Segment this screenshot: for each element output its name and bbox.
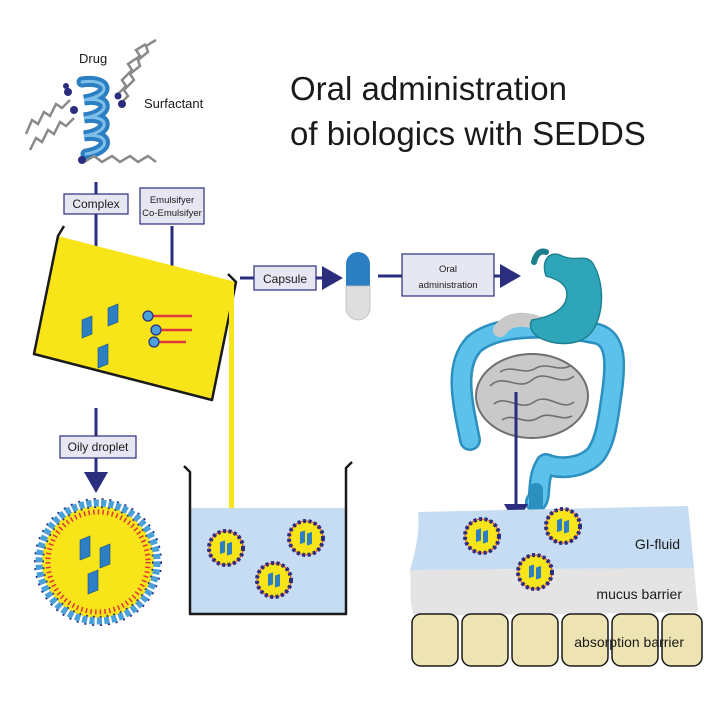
drug-crystals-icon: [81, 303, 119, 369]
digestive-tract-icon: [450, 248, 626, 515]
oily-droplet-box: Oily droplet: [59, 435, 137, 459]
drug-helix-icon: [76, 75, 110, 160]
drug-label: Drug: [79, 51, 107, 66]
epithelial-cells: [411, 613, 703, 667]
surfactant-heads-icon: [63, 83, 126, 164]
co-emulsifier-label: Co-Emulsifyer: [142, 208, 202, 219]
gi-droplet-icon: [463, 517, 501, 555]
gi-droplet-icon: [544, 507, 582, 545]
emulsifier-box: Emulsifyer Co-Emulsifyer: [139, 187, 205, 225]
capsule-icon: [345, 252, 371, 321]
complex-label: Complex: [72, 197, 119, 211]
water-beaker: [183, 461, 353, 616]
surfactant-chains-icon: [24, 38, 157, 164]
capsule-box: Capsule: [253, 265, 317, 291]
oral-administration-box: Oral administration: [401, 253, 495, 297]
large-oily-droplet-icon: [34, 498, 162, 626]
mixing-flask: [32, 225, 238, 512]
water-droplet-icon: [207, 529, 245, 567]
water-droplet-icon: [255, 561, 293, 599]
title-line-2: of biologics with SEDDS: [290, 115, 646, 152]
oily-droplet-label: Oily droplet: [68, 440, 129, 454]
droplet-crystals-icon: [79, 535, 111, 595]
gi-barrier-layers: GI-fluid mucus barrier absorption barrie…: [410, 506, 703, 667]
oil-stream: [229, 282, 234, 512]
mucus-barrier-label: mucus barrier: [596, 586, 682, 602]
water-droplet-icon: [287, 519, 325, 557]
emulsifier-label: Emulsifyer: [150, 195, 194, 206]
administration-label: administration: [418, 280, 477, 291]
gi-fluid-label: GI-fluid: [635, 536, 680, 552]
surfactant-label: Surfactant: [144, 96, 204, 111]
absorption-barrier-label: absorption barrier: [574, 634, 684, 650]
capsule-label: Capsule: [263, 272, 307, 286]
oral-label: Oral: [439, 264, 457, 275]
complex-box: Complex: [63, 193, 129, 215]
mucus-layer: [410, 568, 698, 616]
gi-droplet-icon: [516, 553, 554, 591]
emulsifier-molecules-icon: [142, 310, 192, 348]
title-line-1: Oral administration: [290, 70, 567, 107]
drug-surfactant-complex: Drug Surfactant: [24, 38, 204, 164]
